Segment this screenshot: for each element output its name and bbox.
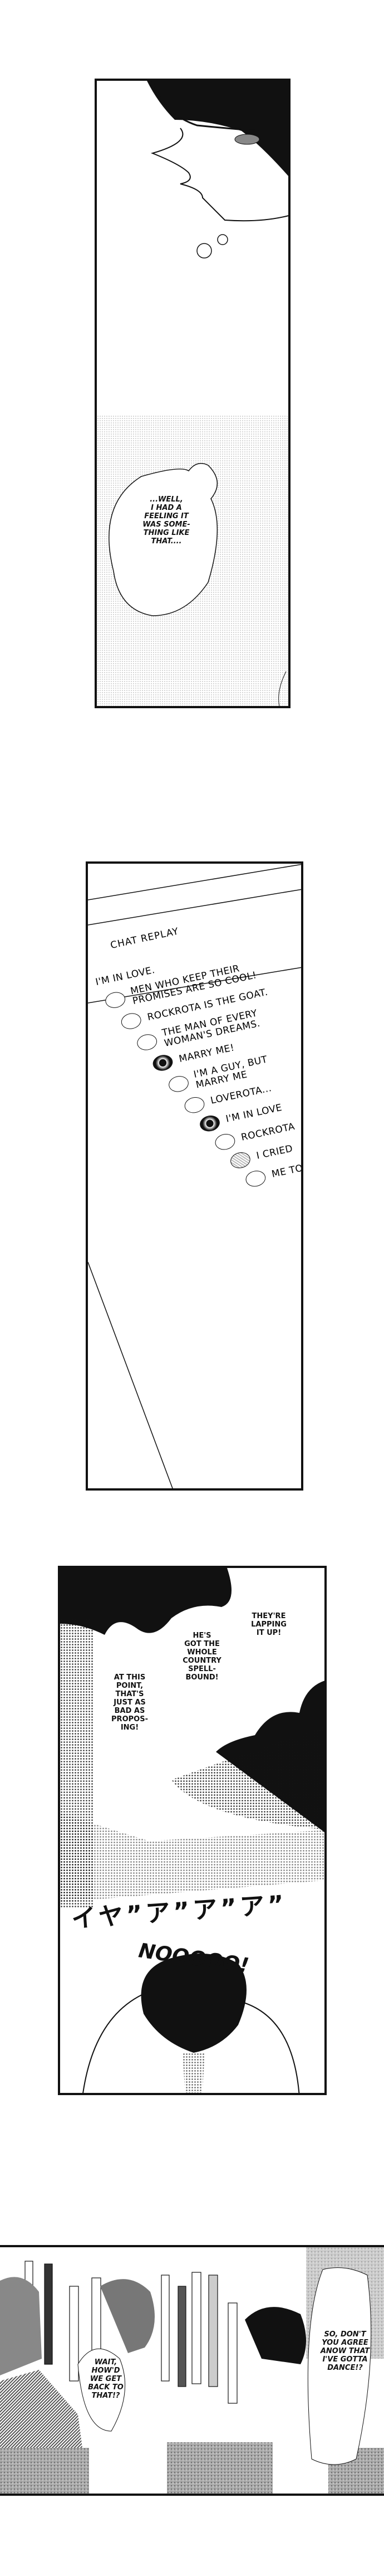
speech-text-left: WAIT, HOW'D WE GET BACK TO THAT!? [88,2358,124,2400]
pattern-avatar-icon [151,1053,175,1073]
chat-message: I CRIED [255,1143,294,1162]
user-avatar-icon [213,1132,237,1152]
chat-message: LOVEROTA... [209,1083,273,1107]
pattern-avatar-icon [229,1150,252,1170]
flower-avatar-icon [198,1113,221,1133]
chat-message: ME TO [270,1162,303,1181]
thought-bubble-text: ...WELL, I HAD A FEELING IT WAS SOME- TH… [142,495,190,546]
user-avatar-icon [135,1032,159,1052]
chat-message: I'M IN LOVE [225,1102,283,1126]
cat-avatar-icon [120,1011,143,1031]
panel-1-profile: ...WELL, I HAD A FEELING IT WAS SOME- TH… [95,79,291,708]
user-avatar-icon [104,990,127,1010]
chat-message: MARRY ME! [178,1042,236,1065]
crowd-reaction-illustration [60,1568,324,2093]
speech-text-left: AT THIS POINT, THAT'S JUST AS BAD AS PRO… [111,1673,148,1732]
letter-avatar-icon [167,1074,190,1094]
panel-3-noooo: THEY'RE LAPPING IT UP! HE'S GOT THE WHOL… [58,1566,327,2095]
chat-message: ROCKROTA [240,1121,296,1144]
rabbit-avatar-icon [183,1095,206,1115]
speech-text-middle: HE'S GOT THE WHOLE COUNTRY SPELL- BOUND! [183,1632,221,1682]
bar-scene-illustration [0,2247,384,2494]
speech-text-right: THEY'RE LAPPING IT UP! [251,1612,287,1637]
panel-4-bar-scene: WAIT, HOW'D WE GET BACK TO THAT!? SO, DO… [0,2245,384,2496]
panel-2-chat-replay: CHAT REPLAY I'M IN LOVE. MEN WHO KEEP TH… [86,861,303,1491]
speech-text-right: SO, DON'T YOU AGREE ANOW THAT I'VE GOTTA… [320,2330,370,2372]
profile-illustration [97,81,288,706]
mushroom-avatar-icon [244,1168,267,1189]
